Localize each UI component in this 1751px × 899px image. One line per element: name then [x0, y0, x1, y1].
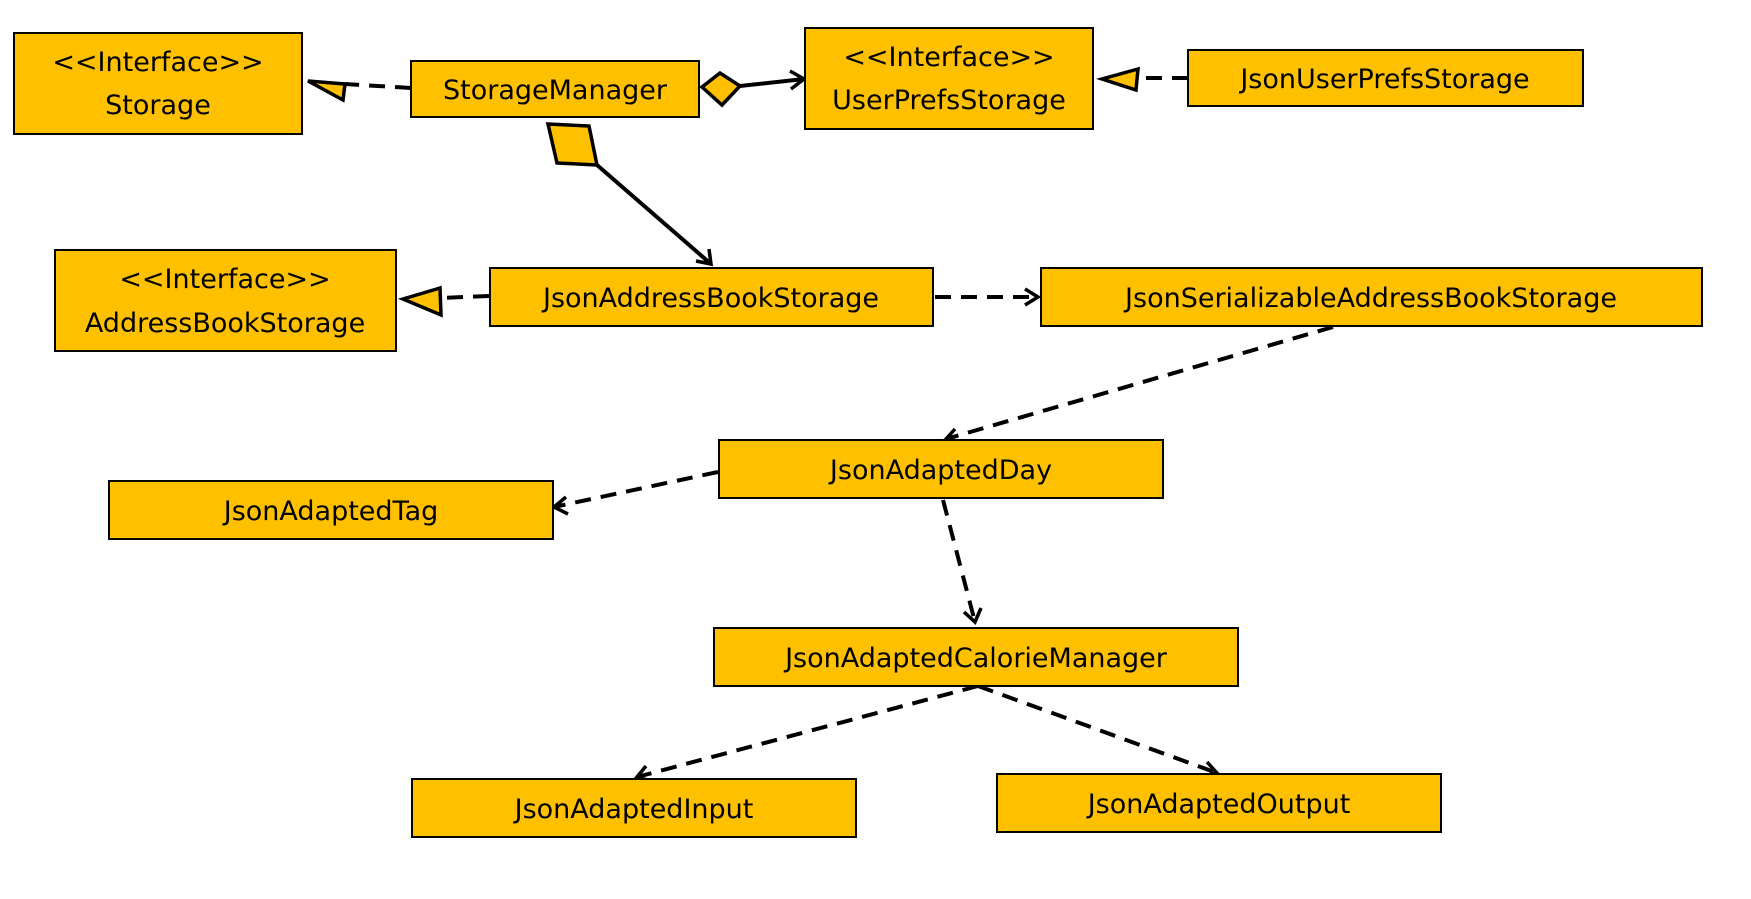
- relation-jsonaddressbookstorage-depends-jsonserializable: [935, 287, 1042, 307]
- class-user-prefs-storage[interactable]: <<Interface>> UserPrefsStorage: [804, 27, 1094, 130]
- class-box: [411, 778, 857, 838]
- relation-jsonadaptedday-depends-jsonadaptedtag: [550, 470, 719, 516]
- class-box: [108, 480, 554, 540]
- stereotype-label: <<Interface>>: [52, 47, 263, 78]
- class-name: JsonAddressBookStorage: [541, 283, 879, 314]
- class-name: JsonAdaptedCalorieManager: [783, 643, 1168, 674]
- class-box: [13, 32, 303, 135]
- class-name: StorageManager: [443, 75, 668, 106]
- relation-storagemanager-realizes-storage: [307, 79, 412, 103]
- class-name: JsonAdaptedDay: [828, 455, 1052, 486]
- class-name: JsonAdaptedOutput: [1086, 789, 1351, 820]
- class-box: [718, 439, 1164, 499]
- class-json-address-book-storage[interactable]: JsonAddressBookStorage: [489, 267, 934, 327]
- class-name: UserPrefsStorage: [832, 85, 1066, 116]
- class-name: JsonSerializableAddressBookStorage: [1123, 283, 1617, 314]
- relation-storagemanager-aggregates-jsonaddressbookstorage: [545, 122, 714, 267]
- class-json-user-prefs-storage[interactable]: JsonUserPrefsStorage: [1187, 49, 1584, 107]
- class-json-adapted-output[interactable]: JsonAdaptedOutput: [996, 773, 1442, 833]
- relation-caloriemanager-depends-jsonadaptedinput: [633, 684, 979, 783]
- class-box: [996, 773, 1442, 833]
- relation-jsonserializable-depends-jsonadaptedday: [942, 325, 1334, 444]
- stereotype-label: <<Interface>>: [843, 42, 1054, 73]
- class-box: [54, 249, 397, 352]
- class-box: [713, 627, 1239, 687]
- class-json-adapted-day[interactable]: JsonAdaptedDay: [718, 439, 1164, 499]
- class-address-book-storage[interactable]: <<Interface>> AddressBookStorage: [54, 249, 397, 352]
- relation-jsonaddressbookstorage-realizes-addressbookstorage: [397, 285, 490, 318]
- class-json-serializable-address-book-storage[interactable]: JsonSerializableAddressBookStorage: [1040, 267, 1703, 327]
- class-json-adapted-input[interactable]: JsonAdaptedInput: [411, 778, 857, 838]
- class-box: [410, 60, 700, 118]
- class-box: [804, 27, 1094, 130]
- relation-caloriemanager-depends-jsonadaptedoutput: [977, 684, 1221, 778]
- relation-jsonadaptedday-depends-caloriemanager: [941, 499, 983, 625]
- class-name: JsonAdaptedTag: [222, 496, 439, 527]
- class-box: [489, 267, 934, 327]
- class-name: JsonAdaptedInput: [513, 794, 754, 825]
- class-storage-manager[interactable]: StorageManager: [410, 60, 700, 118]
- class-box: [1187, 49, 1584, 107]
- relation-storagemanager-aggregates-userprefsstorage: [699, 69, 808, 108]
- class-name: JsonUserPrefsStorage: [1238, 64, 1529, 95]
- class-box: [1040, 267, 1703, 327]
- class-json-adapted-calorie-manager[interactable]: JsonAdaptedCalorieManager: [713, 627, 1239, 687]
- class-name: Storage: [105, 90, 211, 121]
- class-storage[interactable]: <<Interface>> Storage: [13, 32, 303, 135]
- stereotype-label: <<Interface>>: [119, 264, 330, 295]
- relation-jsonuserprefsstorage-realizes-userprefsstorage: [1095, 66, 1188, 93]
- class-json-adapted-tag[interactable]: JsonAdaptedTag: [108, 480, 554, 540]
- class-name: AddressBookStorage: [85, 308, 365, 339]
